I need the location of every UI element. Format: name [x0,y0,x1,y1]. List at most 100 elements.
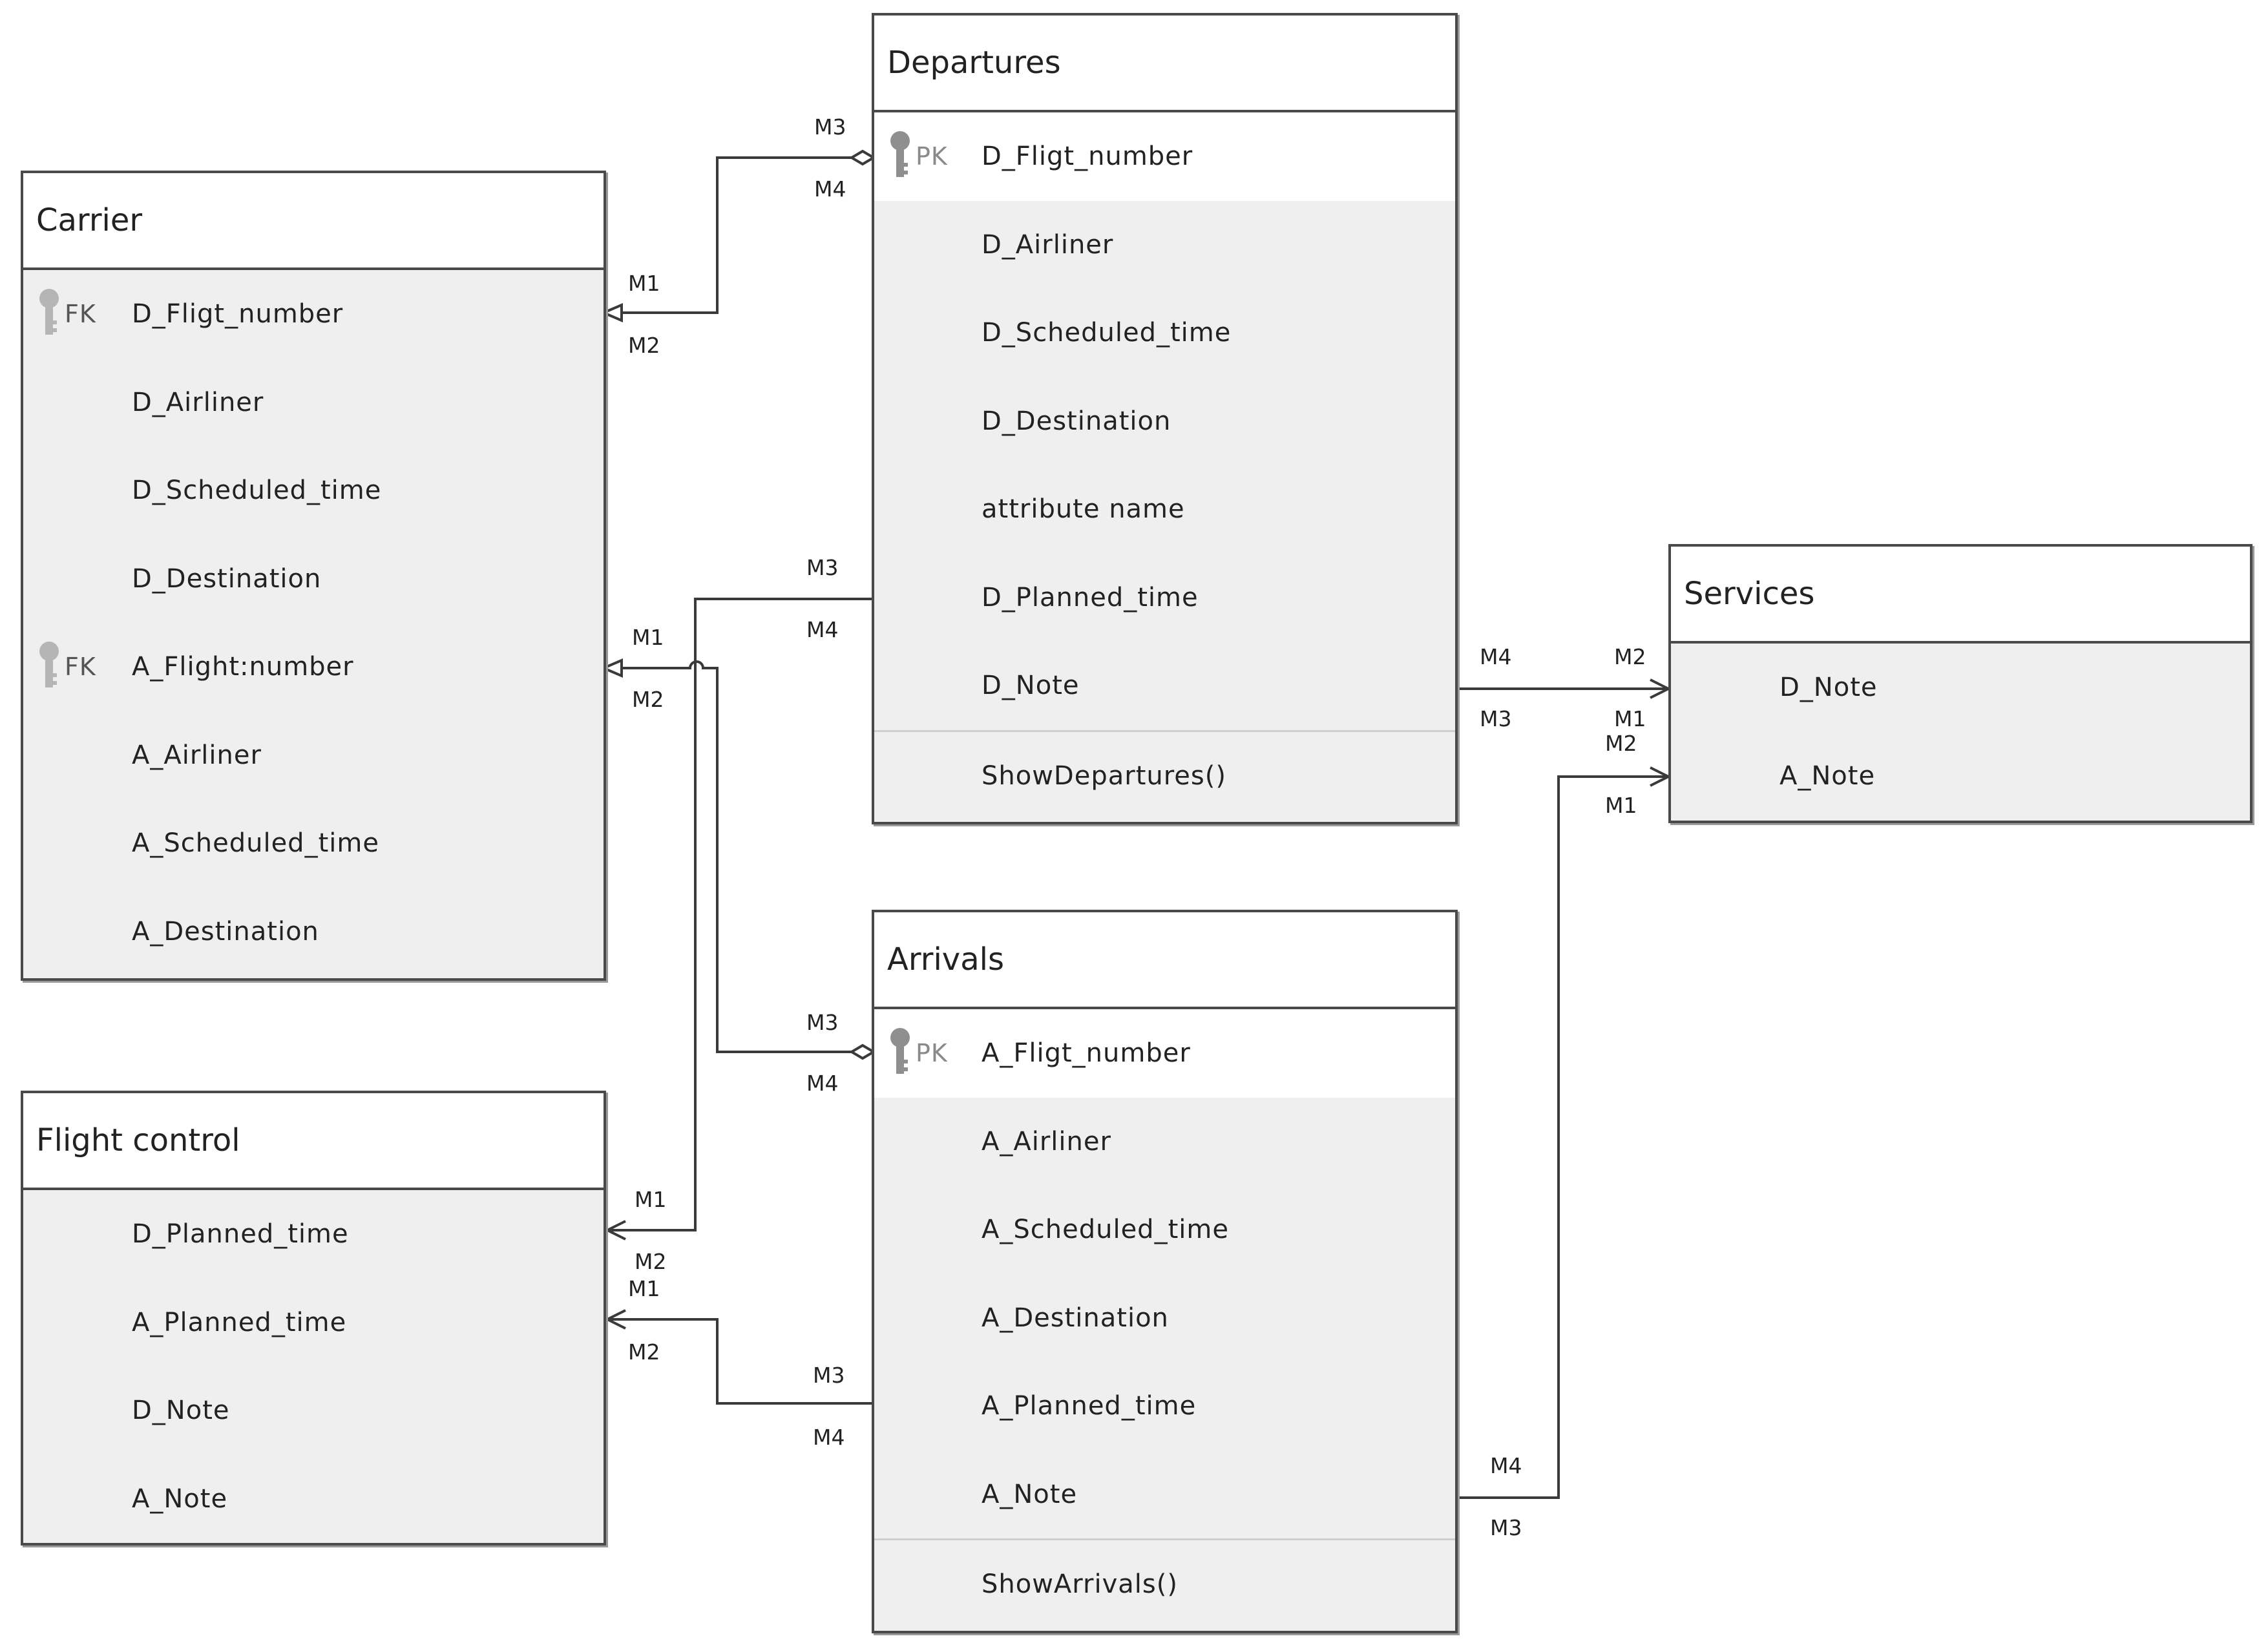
attribute-name: A_Scheduled_time [132,828,379,859]
attribute-row[interactable]: A_Destination [874,1274,1455,1363]
connector-departures-flightcontrol[interactable] [607,598,872,1231]
open-arrowhead [604,1220,626,1241]
attribute-name: A_Note [982,1479,1078,1509]
attribute-name: D_Scheduled_time [982,318,1232,348]
multiplicity-label: M1 [1605,793,1637,818]
attribute-name: D_Airliner [132,387,264,417]
attribute-list: PK A_Fligt_number A_Airliner A_Scheduled… [874,1009,1455,1629]
attribute-row[interactable]: D_Destination [23,535,604,623]
multiplicity-label: M1 [628,271,660,296]
connector-arrivals-carrier[interactable] [607,660,863,1053]
attribute-row[interactable]: D_Airliner [874,201,1455,289]
attribute-list: D_Planned_time A_Planned_time D_Note A_N… [23,1190,604,1543]
entity-title: Carrier [23,173,604,270]
multiplicity-label: M3 [813,1363,845,1388]
attribute-name: A_Scheduled_time [982,1215,1229,1245]
multiplicity-label: M2 [628,1339,660,1365]
multiplicity-label: M2 [632,687,664,712]
attribute-row[interactable]: PK A_Fligt_number [874,1009,1455,1098]
entity-flight-control[interactable]: Flight control D_Planned_time A_Planned_… [21,1091,606,1545]
multiplicity-label: M1 [628,1276,660,1301]
multiplicity-label: M4 [1490,1453,1522,1478]
entity-arrivals[interactable]: Arrivals PK A_Fligt_number A_Airliner A_… [872,910,1458,1633]
multiplicity-label: M3 [806,1010,838,1035]
attribute-name: D_Destination [982,406,1171,436]
attribute-row[interactable]: A_Note [874,1451,1455,1539]
attribute-name: D_Note [132,1396,230,1426]
attribute-row[interactable]: A_Scheduled_time [874,1186,1455,1274]
attribute-list: PK D_Fligt_number D_Airliner D_Scheduled… [874,112,1455,820]
attribute-row[interactable]: A_Airliner [23,711,604,800]
multiplicity-label: M3 [1480,706,1511,731]
attribute-row[interactable]: D_Scheduled_time [874,289,1455,377]
method-row[interactable]: ShowDepartures() [874,729,1455,821]
open-arrowhead [604,1309,626,1330]
attribute-name: A_Destination [132,916,319,947]
attribute-row[interactable]: D_Scheduled_time [23,446,604,535]
multiplicity-label: M3 [806,555,838,580]
attribute-row[interactable]: D_Note [874,642,1455,730]
attribute-name: attribute name [982,494,1185,525]
attribute-row[interactable]: A_Note [1671,732,2250,821]
attribute-name: A_Planned_time [982,1391,1197,1421]
attribute-row[interactable]: A_Planned_time [23,1279,604,1367]
attribute-row[interactable]: D_Note [23,1367,604,1455]
attribute-row[interactable]: A_Planned_time [874,1362,1455,1451]
key-icon [39,289,59,335]
attribute-list: FK D_Fligt_number D_Airliner D_Scheduled… [23,270,604,976]
entity-carrier[interactable]: Carrier FK D_Fligt_number D_Airliner D_S… [21,171,606,981]
attribute-name: D_Note [982,671,1080,701]
entity-services[interactable]: Services D_Note A_Note [1668,544,2252,823]
multiplicity-label: M3 [1490,1515,1522,1540]
attribute-row[interactable]: A_Note [23,1455,604,1544]
attribute-row[interactable]: A_Airliner [874,1098,1455,1186]
attribute-row[interactable]: attribute name [874,465,1455,554]
attribute-name: D_Airliner [982,229,1114,260]
attribute-name: A_Planned_time [132,1307,347,1337]
connector-arrivals-services[interactable] [1458,775,1668,1499]
multiplicity-label: M1 [635,1187,666,1212]
multiplicity-label: M2 [1605,731,1637,756]
key-icon [39,642,59,687]
attribute-row[interactable]: FK D_Fligt_number [23,270,604,359]
multiplicity-label: M3 [814,114,846,140]
attribute-name: A_Note [1780,760,1876,791]
aggregation-diamond [849,149,876,166]
attribute-row[interactable]: PK D_Fligt_number [874,112,1455,201]
multiplicity-label: M4 [806,1071,838,1096]
key-badge: FK [65,653,96,682]
key-icon [890,1028,910,1074]
attribute-name: A_Airliner [982,1126,1111,1157]
attribute-row[interactable]: D_Planned_time [874,554,1455,642]
multiplicity-label: M4 [1480,644,1511,669]
method-row[interactable]: ShowArrivals() [874,1538,1455,1629]
aggregation-diamond [849,1043,876,1060]
attribute-name: D_Planned_time [132,1219,349,1250]
attribute-row[interactable]: A_Scheduled_time [23,799,604,888]
attribute-row[interactable]: D_Airliner [23,359,604,447]
multiplicity-label: M4 [813,1425,845,1450]
entity-title: Services [1671,547,2250,644]
attribute-row[interactable]: A_Destination [23,888,604,976]
attribute-name: A_Flight:number [132,652,354,682]
attribute-row[interactable]: FK A_Flight:number [23,623,604,711]
multiplicity-label: M2 [1614,644,1646,669]
key-badge: FK [65,300,96,329]
entity-title: Departures [874,16,1455,112]
attribute-row[interactable]: D_Destination [874,377,1455,466]
multiplicity-label: M4 [814,176,846,202]
multiplicity-label: M2 [635,1249,666,1274]
attribute-name: D_Fligt_number [982,141,1193,172]
attribute-name: D_Planned_time [982,582,1199,613]
attribute-row[interactable]: D_Note [1671,644,2250,732]
connector-departures-carrier[interactable] [607,156,863,314]
attribute-row[interactable]: D_Planned_time [23,1190,604,1279]
hollow-arrowhead [600,658,623,678]
entity-title: Flight control [23,1093,604,1190]
connector-arrivals-flightcontrol[interactable] [607,1318,872,1405]
method-name: ShowDepartures() [982,760,1226,791]
attribute-name: A_Note [132,1483,228,1514]
entity-departures[interactable]: Departures PK D_Fligt_number D_Airliner … [872,13,1458,824]
hollow-arrowhead [600,302,623,323]
